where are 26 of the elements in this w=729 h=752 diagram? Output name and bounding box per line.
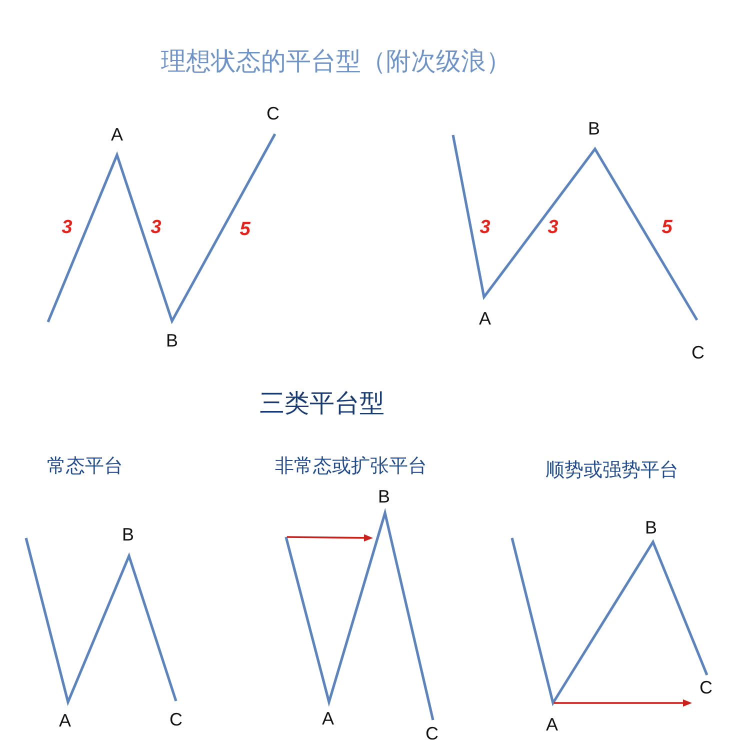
wave-count: 5 bbox=[240, 219, 250, 241]
point-label: A bbox=[59, 710, 71, 732]
point-label: C bbox=[266, 104, 280, 124]
section-heading: 三类平台型 bbox=[260, 390, 384, 418]
point-label: B bbox=[378, 486, 390, 508]
point-label: A bbox=[322, 708, 334, 730]
wave-count: 3 bbox=[480, 217, 490, 239]
panel-heading: 非常态或扩张平台 bbox=[275, 456, 427, 478]
point-label: C bbox=[700, 678, 712, 698]
point-label: A bbox=[479, 308, 491, 330]
point-label: B bbox=[588, 118, 600, 140]
wave-count: 3 bbox=[548, 217, 558, 239]
point-label: C bbox=[170, 710, 182, 730]
panel-heading: 常态平台 bbox=[47, 456, 123, 478]
point-label: B bbox=[122, 524, 134, 546]
title: 理想状态的平台型（附次级浪） bbox=[161, 48, 511, 76]
point-label: C bbox=[692, 342, 704, 364]
point-label: A bbox=[111, 124, 123, 146]
point-label: B bbox=[166, 330, 178, 352]
panel-heading: 顺势或强势平台 bbox=[546, 460, 678, 482]
point-label: B bbox=[645, 518, 657, 538]
wave-count: 3 bbox=[62, 217, 72, 239]
point-label: C bbox=[426, 724, 438, 744]
wave-count: 3 bbox=[150, 217, 162, 239]
wave-count: 5 bbox=[662, 217, 672, 239]
point-label: A bbox=[546, 714, 558, 736]
